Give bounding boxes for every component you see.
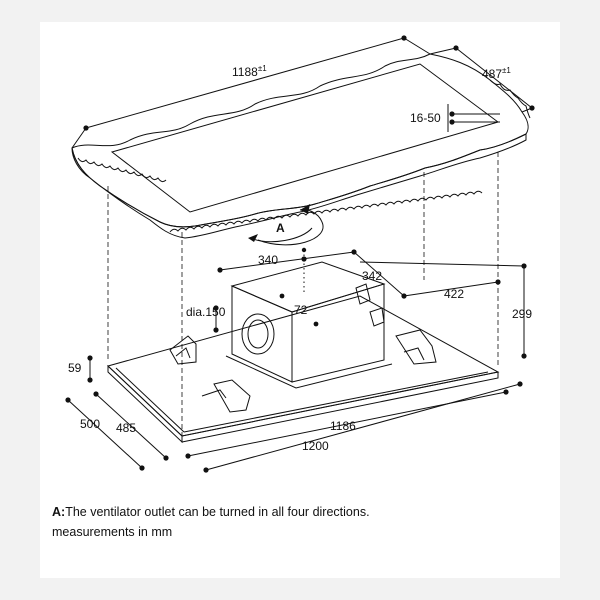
dim-340: 340 — [217, 251, 355, 273]
rotation-arrow: A — [248, 204, 324, 246]
dim-1200: 1200 — [203, 381, 523, 473]
base-panel — [107, 295, 500, 444]
dim-72: 72 — [279, 293, 319, 327]
label-59: 59 — [68, 361, 82, 375]
outlet-axis — [301, 247, 307, 294]
caption-units: measurements in mm — [52, 525, 173, 539]
tol-1188: ±1 — [258, 64, 267, 73]
caption-label: A: — [52, 505, 66, 519]
caption: A:The ventilator outlet can be turned in… — [52, 502, 370, 542]
projection-lines — [107, 152, 499, 436]
dim-299: 299 — [359, 261, 532, 359]
label-487: 487 — [482, 67, 502, 81]
svg-text:487±1: 487±1 — [482, 66, 511, 81]
dim-frame-width: 487±1 — [429, 45, 535, 113]
motor-housing — [225, 261, 393, 389]
label-340: 340 — [258, 253, 278, 267]
label-422: 422 — [444, 287, 464, 301]
dim-342: 342 — [351, 249, 407, 299]
dim-500: 500 — [65, 397, 145, 471]
label-rotation-a: A — [276, 221, 285, 235]
label-1200: 1200 — [302, 439, 329, 453]
dim-422: 422 — [403, 279, 501, 301]
dim-59: 59 — [68, 355, 93, 383]
dim-dia-150: dia.150 — [186, 305, 226, 333]
dim-frame-thickness: 16-50 — [410, 104, 500, 132]
drawing-panel — [40, 22, 560, 578]
dim-485: 485 — [93, 391, 169, 461]
label-16-50: 16-50 — [410, 111, 441, 125]
dim-frame-length: 1188±1 — [71, 35, 431, 149]
svg-text:1188±1: 1188±1 — [232, 64, 267, 79]
label-342: 342 — [362, 269, 382, 283]
tol-487: ±1 — [502, 66, 511, 75]
label-485: 485 — [116, 421, 136, 435]
label-1186: 1186 — [330, 419, 356, 433]
mounting-brackets — [169, 283, 437, 413]
caption-text: The ventilator outlet can be turned in a… — [65, 505, 370, 519]
label-72: 72 — [294, 303, 308, 317]
label-dia-150: dia.150 — [186, 305, 226, 319]
label-1188: 1188 — [232, 65, 258, 79]
label-299: 299 — [512, 307, 532, 321]
caption-line-1: A:The ventilator outlet can be turned in… — [52, 502, 370, 522]
label-500: 500 — [80, 417, 100, 431]
